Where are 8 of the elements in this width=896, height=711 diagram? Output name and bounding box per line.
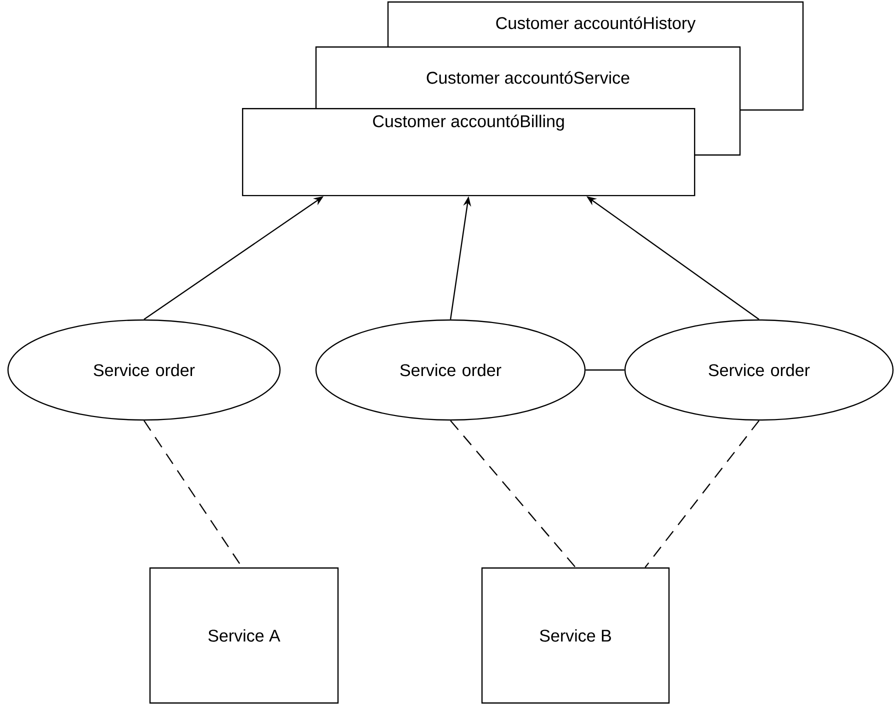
connector-line: [450, 420, 576, 568]
connector-line: [586, 369, 624, 371]
record-box: Customer accountóBilling: [242, 108, 696, 196]
service-box: Service B: [481, 567, 670, 704]
service-box: Service A: [149, 567, 339, 704]
record-box: Customer accountóService: [315, 46, 741, 108]
record-box: Customer accountóHistory: [387, 1, 804, 47]
connector-line: [644, 420, 760, 568]
